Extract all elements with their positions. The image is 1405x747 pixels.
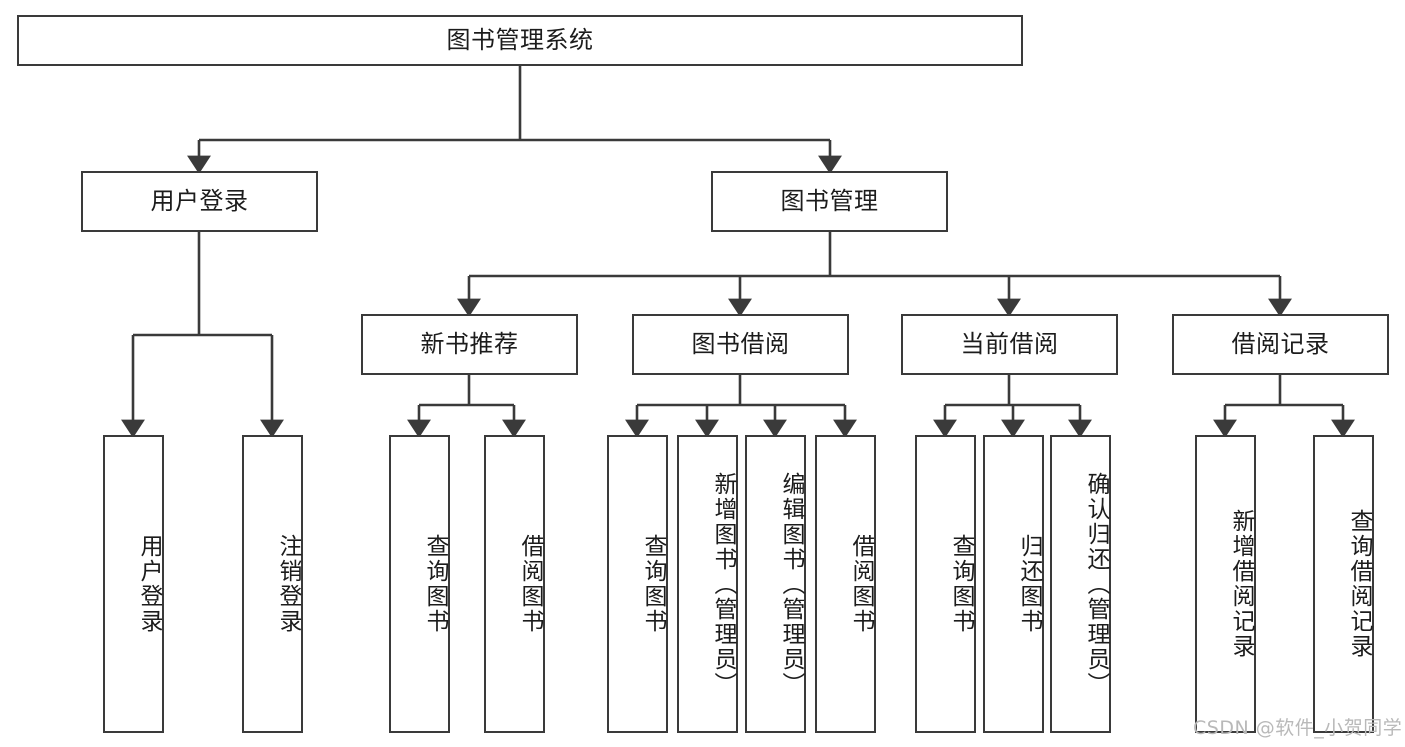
node-leaf-query-book-1[interactable]: 查询图书 (389, 435, 450, 733)
node-new-book-recommend[interactable]: 新书推荐 (361, 314, 578, 375)
node-label: 查询图书 (948, 534, 974, 634)
node-leaf-user-logout[interactable]: 注销登录 (242, 435, 303, 733)
node-label: 查询图书 (422, 534, 448, 634)
node-label: 用户登录 (150, 187, 249, 216)
node-leaf-query-record[interactable]: 查询借阅记录 (1313, 435, 1374, 733)
node-book-borrow[interactable]: 图书借阅 (632, 314, 849, 375)
node-label: 新增图书（管理员） (710, 471, 736, 697)
node-label: 用户登录 (136, 534, 162, 634)
node-label: 注销登录 (275, 534, 301, 634)
node-leaf-borrow-book-2[interactable]: 借阅图书 (815, 435, 876, 733)
node-label: 新增借阅记录 (1228, 509, 1254, 659)
node-user-login[interactable]: 用户登录 (81, 171, 318, 232)
node-leaf-confirm-return[interactable]: 确认归还（管理员） (1050, 435, 1111, 733)
node-leaf-borrow-book-1[interactable]: 借阅图书 (484, 435, 545, 733)
node-label: 借阅图书 (517, 534, 543, 634)
node-label: 确认归还（管理员） (1083, 471, 1109, 697)
node-label: 图书管理系统 (446, 26, 594, 55)
node-label: 图书借阅 (691, 330, 790, 359)
node-current-borrow[interactable]: 当前借阅 (901, 314, 1118, 375)
node-leaf-return-book[interactable]: 归还图书 (983, 435, 1044, 733)
node-label: 图书管理 (780, 187, 879, 216)
node-label: 新书推荐 (420, 330, 519, 359)
node-label: 当前借阅 (960, 330, 1059, 359)
node-label: 借阅记录 (1231, 330, 1330, 359)
node-borrow-record[interactable]: 借阅记录 (1172, 314, 1389, 375)
node-label: 编辑图书（管理员） (778, 471, 804, 697)
csdn-watermark: CSDN @软件_小贺同学 (1193, 717, 1403, 739)
node-label: 借阅图书 (848, 534, 874, 634)
node-leaf-add-record[interactable]: 新增借阅记录 (1195, 435, 1256, 733)
node-book-manage[interactable]: 图书管理 (711, 171, 948, 232)
node-label: 查询借阅记录 (1346, 509, 1372, 659)
node-leaf-query-book-2[interactable]: 查询图书 (607, 435, 668, 733)
node-leaf-query-book-3[interactable]: 查询图书 (915, 435, 976, 733)
node-leaf-edit-book[interactable]: 编辑图书（管理员） (745, 435, 806, 733)
node-label: 查询图书 (640, 534, 666, 634)
node-leaf-add-book[interactable]: 新增图书（管理员） (677, 435, 738, 733)
node-label: 归还图书 (1016, 534, 1042, 634)
node-leaf-user-login[interactable]: 用户登录 (103, 435, 164, 733)
node-root-system[interactable]: 图书管理系统 (17, 15, 1023, 66)
